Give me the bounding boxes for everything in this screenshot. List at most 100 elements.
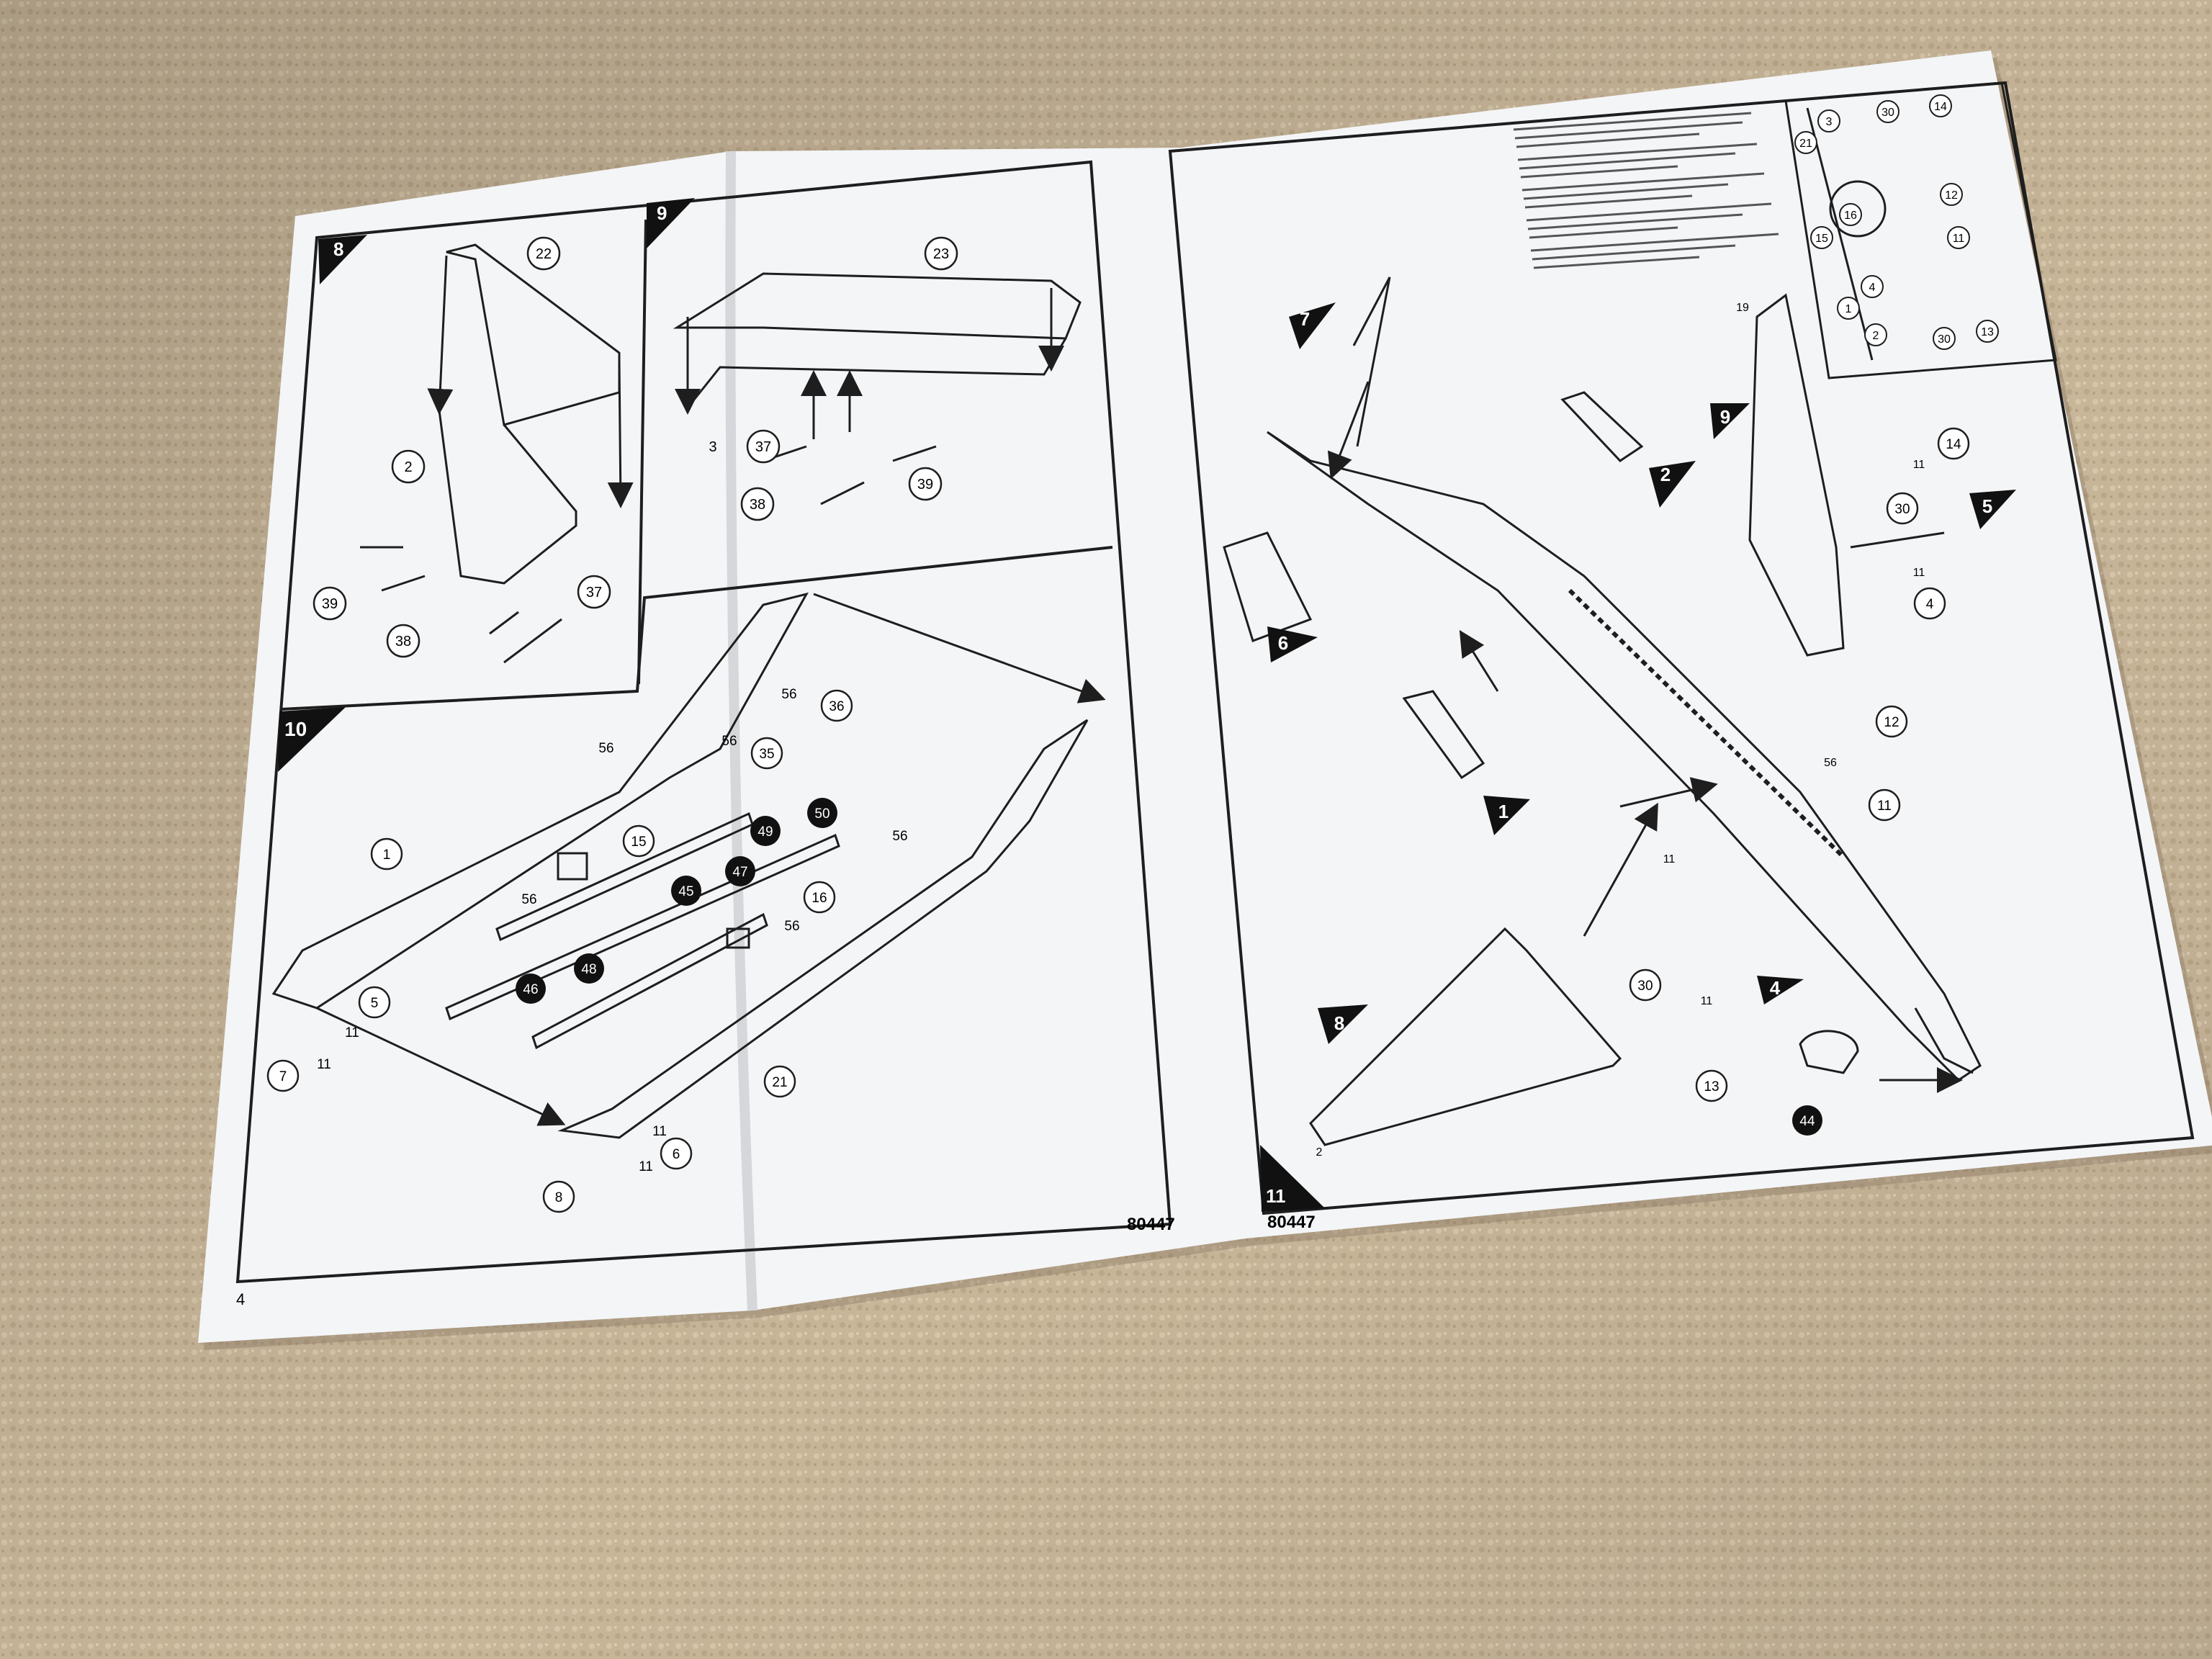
marker-8: 8	[1334, 1012, 1344, 1034]
step-11-triangle-callouts: 7 2 6 1 9 5 4 8	[1267, 302, 2016, 1044]
page-number: 4	[236, 1290, 245, 1308]
step-9-marker: 9	[647, 198, 695, 248]
callout-45: 45	[678, 884, 693, 899]
label-56: 56	[784, 919, 799, 934]
step-10-callouts: 56 36 56 35 56 49 50 15 1 56 45 47 16 56…	[266, 687, 908, 1213]
inset-callout-16: 16	[1844, 210, 1857, 222]
right-page	[1168, 81, 2195, 1215]
callout-37: 37	[755, 439, 771, 455]
step-10-marker: 10	[278, 707, 346, 772]
marker-4: 4	[1770, 977, 1781, 999]
inset-callout-4: 4	[1869, 282, 1876, 294]
marker-7: 7	[1300, 308, 1310, 330]
callout-11: 11	[1877, 799, 1892, 814]
callout-49: 49	[757, 824, 773, 840]
label-56: 56	[721, 734, 737, 749]
inset-detail: 14 30 3 21 16 15 12 11 4 1 2 30 13	[1794, 94, 1999, 361]
callout-36: 36	[829, 699, 844, 714]
label-19: 19	[1736, 302, 1749, 314]
callout-44: 44	[1799, 1114, 1815, 1129]
label-56: 56	[781, 687, 796, 702]
marker-9: 9	[1720, 406, 1730, 428]
marker-2: 2	[1660, 464, 1671, 485]
step-9-number: 9	[657, 202, 667, 224]
callout-12: 12	[1884, 715, 1899, 730]
inset-callout-21: 21	[1799, 138, 1812, 150]
callout-50: 50	[814, 806, 830, 822]
label-11: 11	[639, 1159, 653, 1174]
inset-callout-11: 11	[1953, 233, 1965, 245]
step-10-number: 10	[284, 718, 307, 740]
callout-4: 4	[1926, 597, 1934, 612]
label-11: 11	[652, 1124, 667, 1139]
step-11-drawing	[1223, 276, 1982, 1146]
callout-39: 39	[917, 477, 933, 493]
left-part-number: 80447	[1127, 1215, 1175, 1234]
step-11-marker: 11	[1260, 1145, 1325, 1212]
inset-callout-30: 30	[1938, 333, 1951, 346]
step-8-callouts: 22 2 39 38 37	[313, 236, 611, 658]
callout-37: 37	[586, 585, 602, 601]
inset-callout-15: 15	[1815, 233, 1828, 245]
callout-38: 38	[750, 497, 765, 513]
step-10-drawing	[271, 592, 1106, 1139]
inset-callout-14: 14	[1934, 101, 1947, 113]
label-11: 11	[317, 1057, 331, 1072]
right-part-number: 80447	[1267, 1213, 1316, 1232]
callout-47: 47	[732, 865, 747, 880]
marker-1: 1	[1498, 801, 1509, 822]
inset-callout-2: 2	[1873, 330, 1879, 342]
inset-callout-1: 1	[1845, 303, 1852, 315]
center-fold	[725, 150, 757, 1311]
step-9-drawing	[673, 272, 1082, 505]
step-9-callouts: 23 3 37 38 39	[709, 236, 958, 521]
callout-5: 5	[371, 996, 379, 1011]
callout-35: 35	[759, 747, 774, 762]
label-11: 11	[1913, 459, 1925, 471]
callout-39: 39	[322, 596, 338, 612]
inset-callout-13: 13	[1981, 326, 1994, 338]
callout-3: 3	[709, 439, 716, 455]
callout-46: 46	[523, 982, 538, 997]
label-11: 11	[1701, 995, 1713, 1007]
label-56: 56	[1824, 757, 1837, 769]
label-56: 56	[892, 829, 907, 844]
callout-30: 30	[1637, 979, 1653, 994]
step-8-number: 8	[333, 238, 343, 260]
callout-22: 22	[536, 246, 552, 262]
callout-23: 23	[933, 246, 949, 262]
label-2: 2	[1316, 1146, 1323, 1159]
callout-2: 2	[404, 459, 412, 475]
step-11-small-labels: 11 11 11 56 11 2 19	[1316, 302, 1925, 1159]
step-11-number: 11	[1266, 1185, 1286, 1207]
callout-21: 21	[772, 1075, 787, 1090]
instruction-sheet	[198, 50, 2212, 1343]
callout-15: 15	[631, 835, 646, 850]
left-page	[235, 160, 1172, 1284]
callout-16: 16	[811, 891, 827, 906]
label-11: 11	[1663, 853, 1676, 866]
callout-13: 13	[1704, 1079, 1719, 1094]
marker-6: 6	[1278, 632, 1288, 654]
callout-48: 48	[581, 962, 596, 977]
callout-1: 1	[383, 848, 391, 863]
label-56: 56	[521, 892, 536, 907]
callout-7: 7	[279, 1069, 287, 1084]
label-11: 11	[1913, 567, 1925, 579]
step-8-drawing	[360, 243, 634, 664]
inset-callout-30: 30	[1881, 107, 1894, 119]
callout-14: 14	[1946, 437, 1961, 452]
callout-30: 30	[1894, 502, 1910, 517]
callout-8: 8	[555, 1190, 563, 1205]
label-56: 56	[598, 741, 613, 756]
step-8-marker: 8	[318, 235, 367, 284]
warning-text-block	[1513, 112, 1779, 269]
step-11-circle-callouts: 14 30 4 12 11 13 30 44	[1629, 427, 1970, 1136]
inset-callout-12: 12	[1945, 189, 1958, 202]
callout-38: 38	[395, 634, 411, 649]
callout-6: 6	[673, 1147, 680, 1162]
marker-5: 5	[1982, 495, 1992, 517]
label-11: 11	[345, 1025, 359, 1040]
inset-callout-3: 3	[1826, 116, 1833, 128]
